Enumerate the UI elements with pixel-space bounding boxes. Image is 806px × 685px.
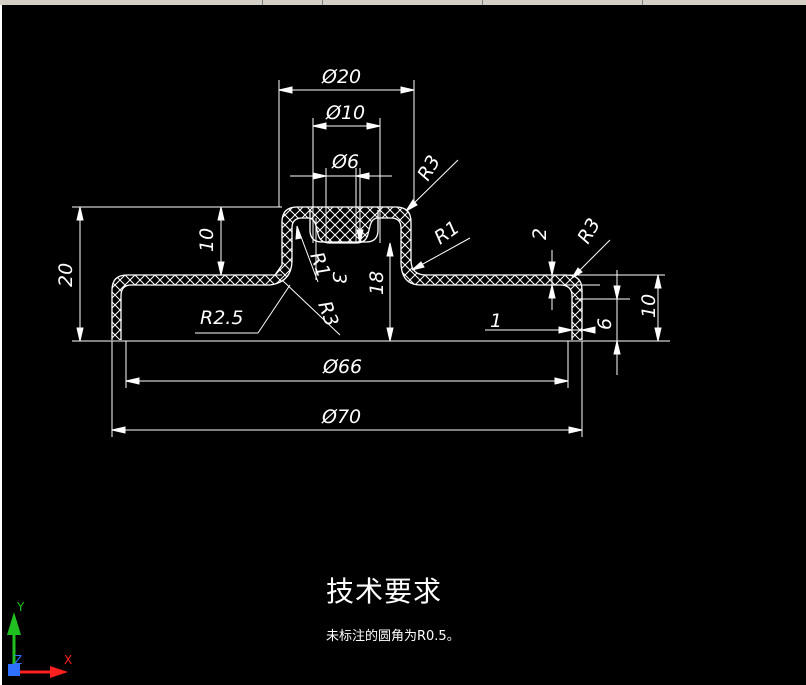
tech-requirements-text: 未标注的圆角为R0.5。 [326, 629, 460, 644]
tech-requirements-title: 技术要求 [326, 575, 443, 608]
dim-d70: Ø70 [321, 406, 361, 428]
dim-r3-left: R3 [313, 298, 342, 329]
toolbar-segment [322, 0, 483, 5]
drawing-canvas[interactable] [0, 5, 806, 685]
ucs-x-label: X [64, 653, 72, 667]
dim-1: 1 [490, 310, 502, 332]
dimension-labels: Ø20 Ø10 Ø6 Ø66 Ø70 R2.5 1 R3 R1 R3 R1 R3… [55, 66, 660, 428]
ucs-icon: Y X Z [7, 600, 72, 678]
dim-d6: Ø6 [331, 151, 359, 173]
dim-d20: Ø20 [321, 66, 361, 88]
ucs-z-label: Z [14, 653, 22, 667]
toolbar-segment [0, 0, 263, 5]
dim-2: 2 [529, 228, 551, 240]
dim-18: 18 [366, 271, 388, 295]
dim-3: 3 [328, 272, 350, 284]
dim-d10: Ø10 [325, 102, 365, 124]
ucs-y-label: Y [16, 600, 25, 614]
toolbar-segment [482, 0, 643, 5]
viewport-border [0, 5, 2, 685]
toolbar-strip [0, 0, 806, 5]
dim-d66: Ø66 [322, 356, 362, 378]
toolbar-segment [262, 0, 323, 5]
dim-r3-top: R3 [413, 152, 445, 185]
dim-20: 20 [55, 263, 77, 287]
dim-10-right: 10 [638, 294, 660, 318]
dim-6: 6 [594, 318, 616, 330]
dim-r2-5: R2.5 [200, 307, 243, 329]
dim-r3-right: R3 [573, 215, 605, 248]
dim-10-left: 10 [196, 228, 218, 252]
dimension-lines [72, 80, 670, 437]
